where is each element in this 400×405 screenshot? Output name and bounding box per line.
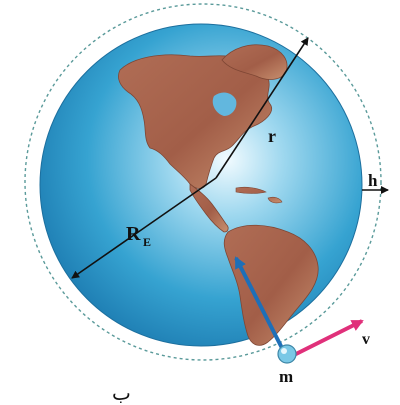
- south-america-landmass: [223, 224, 319, 346]
- orbit-radius-line: [215, 37, 309, 179]
- satellite-to-center-vector: [234, 256, 286, 353]
- hudson-bay: [212, 92, 237, 116]
- caribbean-islands: [235, 186, 283, 204]
- satellite-icon: [277, 344, 297, 364]
- altitude-label: h: [368, 171, 378, 190]
- svg-text:E: E: [143, 235, 151, 249]
- earth-radius-label: R E: [126, 223, 151, 249]
- svg-text:R: R: [126, 223, 141, 245]
- satellite-highlight: [281, 348, 287, 354]
- central-america: [189, 183, 229, 233]
- velocity-label: v: [362, 331, 370, 348]
- orbit-path: [24, 3, 382, 361]
- earth-radius-line: [71, 177, 217, 279]
- velocity-vector: [289, 319, 364, 359]
- satellite-mass-label: m: [279, 367, 293, 386]
- orbit-radius-label: r: [268, 126, 276, 146]
- caption-letter: ب: [112, 381, 131, 405]
